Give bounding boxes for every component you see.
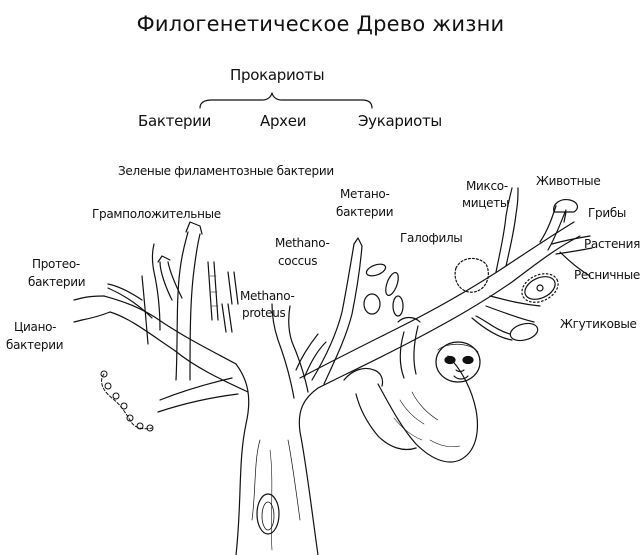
bacteria-label: Бактерии (138, 112, 211, 130)
archaea-label: Археи (260, 112, 306, 130)
methanococcus-label-line-2: coccus (278, 254, 317, 268)
flagellates-label: Жгутиковые (560, 317, 637, 331)
cyanobacteria-chain (101, 371, 153, 431)
gram-positive-branches (142, 222, 202, 380)
tree-trunk (236, 364, 318, 555)
methanoproteus-label-line-2: proteus (242, 306, 285, 320)
page-title: Филогенетическое Древо жизни (0, 12, 641, 36)
proteobacteria-branch-tip (74, 298, 82, 322)
sloth-illustration (344, 318, 480, 463)
proteobacteria-label-line-2: бактерии (28, 275, 85, 289)
ciliate-icon (517, 268, 562, 308)
slime-molds-label-line-1: Миксо- (466, 179, 508, 193)
animals-label: Животные (536, 174, 600, 188)
cyanobacteria-label-line-1: Циано- (14, 320, 56, 334)
fungi-label: Грибы (588, 206, 626, 220)
prokaryotes-brace (200, 93, 372, 108)
eukaryotes-label: Эукариоты (358, 112, 442, 130)
methanobacteria-label-line-1: Метано- (340, 187, 390, 201)
slime-molds-label-line-2: мицеты (462, 196, 509, 210)
green-filamentous-label: Зеленые филаментозные бактерии (118, 164, 334, 178)
gram-positive-label: Грамположительные (92, 207, 221, 221)
methanobacteria-label-line-2: бактерии (336, 205, 393, 219)
prokaryotes-label: Прокариоты (230, 66, 324, 84)
ciliates-label: Ресничные (574, 268, 640, 282)
proteobacteria-label-line-1: Протео- (32, 257, 80, 271)
cyanobacteria-label-line-2: бактерии (6, 338, 63, 352)
filament-segments (208, 262, 238, 332)
trunk-hollow (257, 494, 279, 534)
plants-label: Растения (584, 237, 640, 251)
halophiles-label: Галофилы (400, 231, 463, 245)
methanoproteus-label-line-1: Methano- (240, 289, 295, 303)
methanococcus-label-line-1: Methano- (275, 236, 330, 250)
